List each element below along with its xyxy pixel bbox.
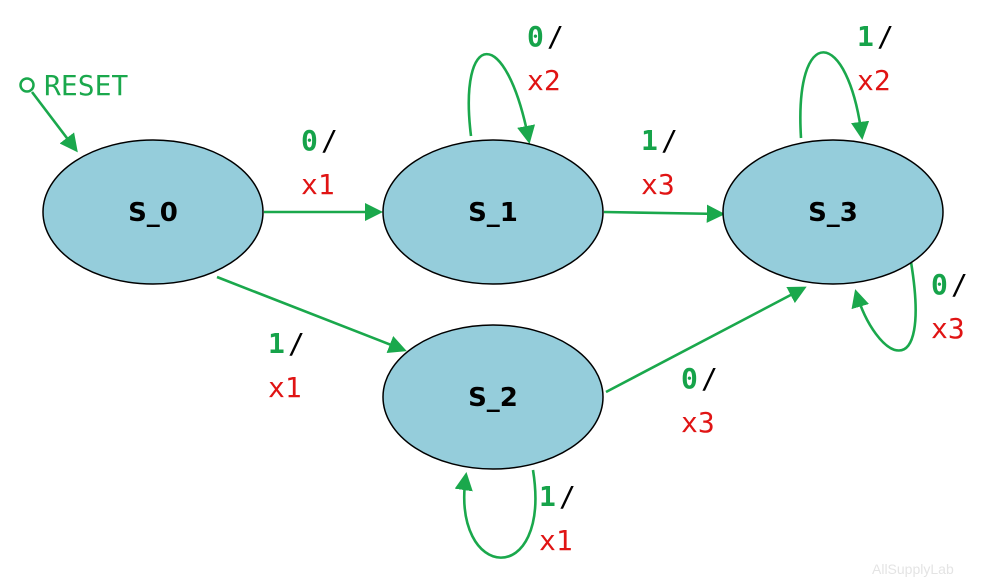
- slash: /: [661, 124, 678, 157]
- slash: /: [321, 124, 338, 157]
- reset-label: RESET: [44, 69, 128, 102]
- output-value: x1: [301, 168, 335, 201]
- input-value: 1: [857, 20, 874, 53]
- edge-s2-s2: [454, 469, 537, 559]
- label-s3-s3-top: 1 / x2: [857, 20, 894, 97]
- state-s1: S_1: [382, 139, 604, 285]
- output-value: x3: [681, 406, 715, 439]
- state-s1-label: S_1: [468, 198, 518, 228]
- input-value: 0: [527, 20, 544, 53]
- edge-s1-s3: [603, 204, 726, 223]
- state-s2-label: S_2: [468, 383, 518, 413]
- state-s3-shape: [722, 139, 944, 285]
- input-value: 0: [931, 268, 948, 301]
- slash: /: [701, 362, 718, 395]
- output-value: x1: [268, 371, 302, 404]
- input-value: 1: [539, 480, 556, 513]
- label-s1-s1: 0 / x2: [527, 20, 564, 97]
- edge-s2-s3: [605, 286, 807, 394]
- watermark: AllSupplyLab: [872, 561, 954, 577]
- slash: /: [951, 268, 968, 301]
- state-s1-shape: [382, 139, 604, 285]
- state-s3: S_3: [722, 139, 944, 285]
- edge-s3-s3-right: [851, 261, 917, 352]
- output-value: x2: [527, 64, 561, 97]
- slash: /: [547, 20, 564, 53]
- edge-s0-s2: [216, 275, 407, 353]
- output-value: x1: [539, 524, 573, 557]
- output-value: x3: [931, 312, 965, 345]
- input-value: 1: [641, 124, 658, 157]
- slash: /: [877, 20, 894, 53]
- input-value: 0: [301, 124, 318, 157]
- label-s0-s2: 1 / x1: [268, 327, 305, 404]
- state-s0-shape: [42, 139, 264, 285]
- edge-s1-s1: [467, 53, 536, 144]
- input-value: 1: [268, 327, 285, 360]
- label-s2-s3: 0 / x3: [681, 362, 718, 439]
- input-value: 0: [681, 362, 698, 395]
- label-s1-s3: 1 / x3: [641, 124, 678, 201]
- label-s2-s2: 1 / x1: [539, 480, 576, 557]
- output-value: x3: [641, 168, 675, 201]
- transitions: [216, 51, 917, 559]
- reset-arrow: [30, 91, 78, 153]
- state-s0: S_0: [42, 139, 264, 285]
- label-s3-s3-right: 0 / x3: [931, 268, 968, 345]
- state-s0-label: S_0: [128, 198, 178, 228]
- output-value: x2: [857, 64, 891, 97]
- state-s2: S_2: [382, 324, 604, 470]
- reset-indicator: RESET: [19, 69, 128, 153]
- slash: /: [559, 480, 576, 513]
- state-s2-shape: [382, 324, 604, 470]
- label-s0-s1: 0 / x1: [301, 124, 338, 201]
- state-s3-label: S_3: [808, 198, 858, 228]
- reset-circle-icon: [19, 77, 35, 93]
- edge-s3-s3-top: [799, 51, 870, 141]
- slash: /: [288, 327, 305, 360]
